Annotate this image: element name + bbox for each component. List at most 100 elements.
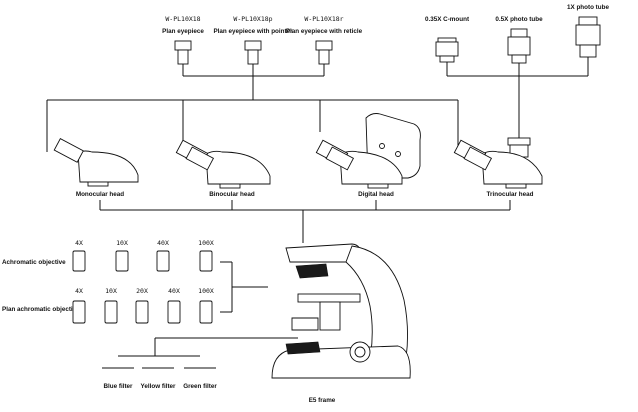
head-button bbox=[379, 143, 385, 149]
adapter-body bbox=[575, 24, 601, 46]
head-eyetube bbox=[185, 146, 215, 171]
objective-row-label: Plan achromatic objective bbox=[2, 306, 80, 313]
objective-10x: 10X bbox=[115, 239, 129, 272]
digital-head: Digital head bbox=[315, 113, 421, 198]
head-button bbox=[395, 151, 401, 157]
photo-adapter-c-mount: 0.35X C-mount bbox=[425, 16, 470, 63]
objective-barrel bbox=[167, 300, 181, 324]
eyepiece-barrel bbox=[318, 49, 330, 65]
objective-100x: 100X bbox=[198, 239, 214, 272]
eyepiece-connector bbox=[182, 64, 325, 100]
eyepiece-barrel bbox=[177, 49, 189, 65]
adapter-ring bbox=[510, 28, 528, 38]
frame-stage-holder bbox=[319, 301, 341, 331]
photo-adapter-half: 0.5X photo tube bbox=[495, 16, 543, 64]
adapter-ring bbox=[578, 16, 598, 26]
objective-connector bbox=[220, 261, 268, 313]
eyepiece-pointer: W-PL10X18p Plan eyepiece with pointer bbox=[213, 15, 293, 65]
head-body bbox=[205, 150, 271, 185]
head-mount bbox=[367, 183, 389, 189]
filter-connector bbox=[118, 337, 298, 357]
objective-mag: 100X bbox=[198, 239, 214, 247]
objective-mag: 20X bbox=[136, 287, 148, 295]
eyepiece-code: W-PL10X18p bbox=[233, 15, 272, 23]
frame-label: E5 frame bbox=[309, 397, 336, 404]
filter-label: Green filter bbox=[183, 383, 217, 390]
photo-adapter-label: 1X photo tube bbox=[567, 4, 609, 11]
objective-barrel bbox=[135, 300, 149, 324]
photo-connector bbox=[446, 57, 589, 138]
head-mount bbox=[505, 183, 527, 189]
objective-mag: 4X bbox=[75, 287, 83, 295]
objective-mag: 100X bbox=[198, 287, 214, 295]
objective-mag: 10X bbox=[105, 287, 117, 295]
eyepiece-name: Plan eyepiece with reticle bbox=[286, 28, 363, 35]
frame-light-port bbox=[285, 341, 321, 355]
objective-40x: 40X bbox=[156, 239, 170, 272]
eyepiece-code: W-PL10X18 bbox=[165, 15, 200, 23]
objective-100x: 100X bbox=[198, 287, 214, 324]
filter-label: Yellow filter bbox=[141, 383, 177, 390]
adapter-base bbox=[439, 55, 455, 63]
adapter-body bbox=[507, 36, 531, 56]
objective-barrel bbox=[104, 300, 118, 324]
monocular-head: Monocular head bbox=[53, 137, 139, 198]
head-eyetube bbox=[53, 137, 84, 163]
adapter-ring bbox=[437, 37, 457, 43]
frame-connector bbox=[99, 200, 511, 243]
head-label: Monocular head bbox=[76, 191, 124, 198]
objective-20x: 20X bbox=[135, 287, 149, 324]
frame-base bbox=[271, 345, 411, 379]
objective-mag: 4X bbox=[75, 239, 83, 247]
adapter-body bbox=[435, 41, 459, 57]
filter-label: Blue filter bbox=[103, 383, 133, 390]
eyepiece-group: W-PL10X18 Plan eyepiece W-PL10X18p Plan … bbox=[162, 15, 363, 100]
photo-adapter-1x: 1X photo tube bbox=[567, 4, 609, 58]
head-body bbox=[77, 150, 139, 183]
objective-barrel bbox=[72, 250, 86, 272]
head-label: Binocular head bbox=[209, 191, 255, 198]
eyepiece-code: W-PL10X18r bbox=[304, 15, 343, 23]
objective-mag: 40X bbox=[168, 287, 180, 295]
achromatic-objective-row: Achromatic objective 4X 10X 40X 100X bbox=[2, 239, 214, 272]
objective-40x: 40X bbox=[167, 287, 181, 324]
objective-mag: 40X bbox=[157, 239, 169, 247]
photo-adapter-label: 0.35X C-mount bbox=[425, 16, 470, 23]
objective-row-label: Achromatic objective bbox=[2, 259, 66, 266]
adapter-base bbox=[579, 44, 597, 58]
eyepiece-cap bbox=[174, 40, 192, 51]
objective-barrel bbox=[199, 250, 213, 272]
objective-barrel bbox=[72, 300, 86, 324]
objective-4x: 4X bbox=[72, 287, 86, 324]
head-phototube-ring bbox=[507, 137, 531, 146]
eyepiece-reticle: W-PL10X18r Plan eyepiece with reticle bbox=[286, 15, 363, 65]
frame-condenser bbox=[291, 317, 319, 331]
frame-stage bbox=[297, 293, 361, 303]
eyepiece-plan: W-PL10X18 Plan eyepiece bbox=[162, 15, 204, 65]
e5-frame: E5 frame bbox=[271, 243, 411, 404]
head-mount bbox=[219, 183, 241, 189]
photo-adapter-label: 0.5X photo tube bbox=[495, 16, 543, 23]
binocular-head: Binocular head bbox=[175, 139, 271, 198]
eyepiece-cap bbox=[315, 40, 333, 51]
head-connector bbox=[46, 99, 459, 152]
head-body bbox=[481, 150, 543, 185]
head-label: Digital head bbox=[358, 191, 394, 198]
eyepiece-name: Plan eyepiece with pointer bbox=[213, 28, 293, 35]
trinocular-head: Trinocular head bbox=[453, 137, 543, 198]
filter-group: Blue filter Yellow filter Green filter bbox=[102, 337, 298, 390]
head-body bbox=[339, 150, 403, 185]
objective-4x: 4X bbox=[72, 239, 86, 272]
head-mount bbox=[87, 181, 109, 187]
eyepiece-barrel bbox=[247, 49, 259, 65]
eyepiece-cap bbox=[244, 40, 262, 51]
plan-objective-row: Plan achromatic objective 4X 10X 20X 40X… bbox=[2, 287, 214, 324]
objective-mag: 10X bbox=[116, 239, 128, 247]
photo-adapter-group: 0.35X C-mount 0.5X photo tube 1X photo t… bbox=[425, 4, 609, 138]
objective-barrel bbox=[199, 300, 213, 324]
frame-focus-knob-inner bbox=[354, 346, 366, 358]
head-eyetube bbox=[463, 146, 493, 171]
objective-10x: 10X bbox=[104, 287, 118, 324]
